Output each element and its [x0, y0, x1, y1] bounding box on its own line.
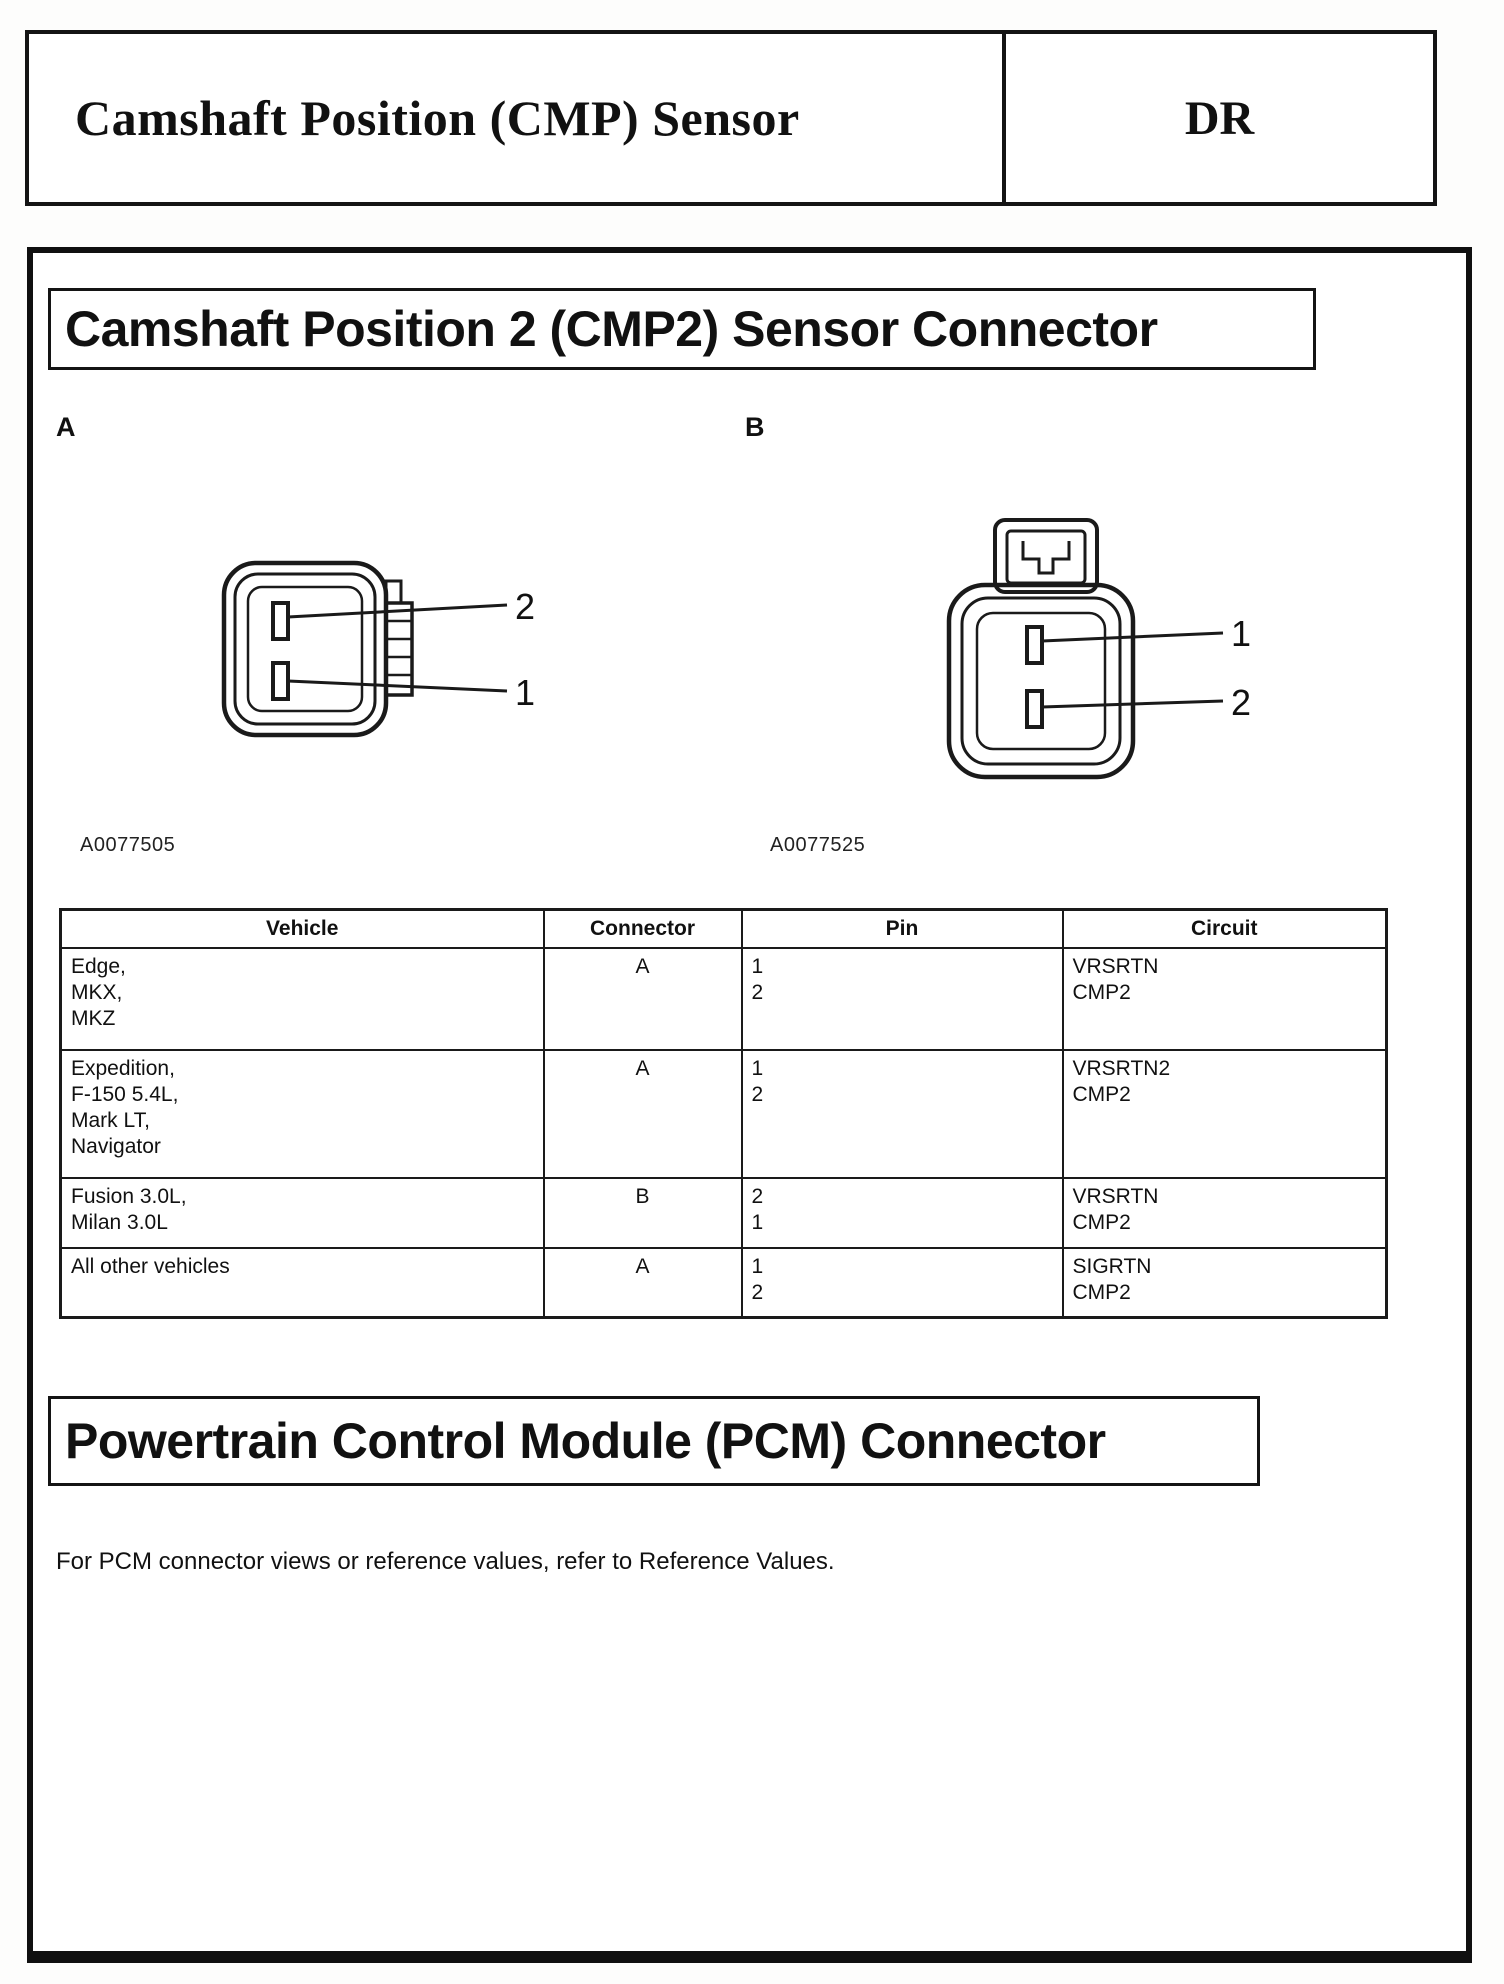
table-row: Expedition, F-150 5.4L, Mark LT, Navigat…: [59, 1048, 1388, 1179]
connector-a-pin-1: [271, 661, 290, 701]
cell-connector: A: [542, 1048, 743, 1179]
col-header-vehicle: Vehicle: [59, 908, 545, 949]
cell-connector: A: [542, 946, 743, 1051]
connector-a-pin-label-bottom: 1: [515, 672, 535, 713]
pcm-section-title-box: Powertrain Control Module (PCM) Connecto…: [48, 1396, 1260, 1486]
cmp2-section-title: Camshaft Position 2 (CMP2) Sensor Connec…: [65, 301, 1158, 357]
cell-connector: A: [542, 1246, 743, 1319]
cell-circuit: SIGRTN CMP2: [1061, 1246, 1388, 1319]
connector-a-pin-2: [271, 601, 290, 641]
page-title: Camshaft Position (CMP) Sensor: [75, 90, 800, 146]
connector-b-pin-label-top: 1: [1231, 613, 1251, 654]
pcm-section-title: Powertrain Control Module (PCM) Connecto…: [65, 1413, 1106, 1469]
cell-pin: 1 2: [740, 1246, 1064, 1319]
col-header-connector: Connector: [542, 908, 743, 949]
cell-circuit: VRSRTN CMP2: [1061, 1176, 1388, 1249]
cell-vehicle: All other vehicles: [59, 1246, 545, 1319]
connector-a-diagram: 2 1: [221, 560, 535, 738]
cell-vehicle: Edge, MKX, MKZ: [59, 946, 545, 1051]
cell-vehicle: Expedition, F-150 5.4L, Mark LT, Navigat…: [59, 1048, 545, 1179]
connector-b-pin-2: [1025, 689, 1044, 729]
cell-pin: 1 2: [740, 946, 1064, 1051]
table-header-row: Vehicle Connector Pin Circuit: [59, 908, 1388, 949]
connector-b-diagram: 1 2: [946, 518, 1251, 780]
pcm-reference-note: For PCM connector views or reference val…: [56, 1548, 835, 1575]
page-title-cell: Camshaft Position (CMP) Sensor: [29, 34, 1002, 202]
connector-b-pin-1: [1025, 625, 1044, 665]
table-row: Edge, MKX, MKZ A 1 2 VRSRTN CMP2: [59, 946, 1388, 1051]
cell-circuit: VRSRTN CMP2: [1061, 946, 1388, 1051]
cmp2-section-title-box: Camshaft Position 2 (CMP2) Sensor Connec…: [48, 288, 1316, 370]
connector-a-pin-label-top: 2: [515, 586, 535, 627]
figure-ref-b: A0077525: [770, 834, 866, 856]
section-code-cell: DR: [1002, 34, 1433, 202]
cell-pin: 1 2: [740, 1048, 1064, 1179]
cell-pin: 2 1: [740, 1176, 1064, 1249]
connector-b-view-label: B: [745, 412, 765, 442]
col-header-circuit: Circuit: [1061, 908, 1388, 949]
section-code: DR: [1184, 91, 1255, 145]
table-row: All other vehicles A 1 2 SIGRTN CMP2: [59, 1246, 1388, 1319]
cell-vehicle: Fusion 3.0L, Milan 3.0L: [59, 1176, 545, 1249]
table-row: Fusion 3.0L, Milan 3.0L B 2 1 VRSRTN CMP…: [59, 1176, 1388, 1249]
wiring-table: Vehicle Connector Pin Circuit Edge, MKX,…: [59, 908, 1388, 1319]
cell-circuit: VRSRTN2 CMP2: [1061, 1048, 1388, 1179]
page-header-box: Camshaft Position (CMP) Sensor DR: [25, 30, 1437, 206]
connector-a-view-label: A: [56, 412, 76, 442]
cell-connector: B: [542, 1176, 743, 1249]
connector-b-pin-label-bottom: 2: [1231, 682, 1251, 723]
figure-ref-a: A0077505: [80, 834, 176, 856]
col-header-pin: Pin: [740, 908, 1064, 949]
